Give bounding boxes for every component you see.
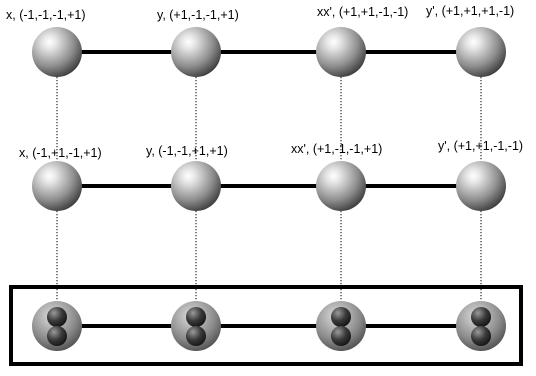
composite-node — [171, 301, 221, 351]
sphere-node — [32, 27, 82, 77]
inner-sphere-top-icon — [47, 307, 67, 327]
node-label: x, (-1,+1,-1,+1) — [19, 146, 102, 160]
sphere-icon — [171, 161, 221, 211]
sphere-icon — [316, 161, 366, 211]
sphere-icon — [32, 27, 82, 77]
sphere-node — [456, 161, 506, 211]
sphere-node — [171, 27, 221, 77]
node-label: xx', (+1,-1,-1,+1) — [291, 142, 383, 156]
composite-node — [456, 301, 506, 351]
inner-sphere-top-icon — [471, 307, 491, 327]
inner-sphere-bottom-icon — [47, 326, 67, 346]
sphere-node — [316, 27, 366, 77]
sphere-node — [316, 161, 366, 211]
node-label: xx', (+1,+1,-1,-1) — [317, 5, 409, 19]
sphere-icon — [32, 161, 82, 211]
node-label: y, (-1,-1,+1,+1) — [146, 144, 228, 158]
sphere-node — [32, 161, 82, 211]
node-label: x, (-1,-1,-1,+1) — [6, 8, 86, 22]
node-label: y', (+1,+1,+1,-1) — [426, 4, 515, 18]
composite-node — [316, 301, 366, 351]
highlight-frame — [9, 285, 523, 366]
sphere-icon — [456, 27, 506, 77]
sphere-icon — [171, 27, 221, 77]
node-label: y, (+1,-1,-1,+1) — [157, 8, 239, 22]
sphere-node — [171, 161, 221, 211]
composite-node — [32, 301, 82, 351]
inner-sphere-bottom-icon — [471, 326, 491, 346]
inner-sphere-top-icon — [331, 307, 351, 327]
inner-sphere-bottom-icon — [331, 326, 351, 346]
node-label: y', (+1,+1,-1,-1) — [438, 139, 524, 153]
inner-sphere-top-icon — [186, 307, 206, 327]
inner-sphere-bottom-icon — [186, 326, 206, 346]
sphere-icon — [456, 161, 506, 211]
sphere-node — [456, 27, 506, 77]
sphere-icon — [316, 27, 366, 77]
